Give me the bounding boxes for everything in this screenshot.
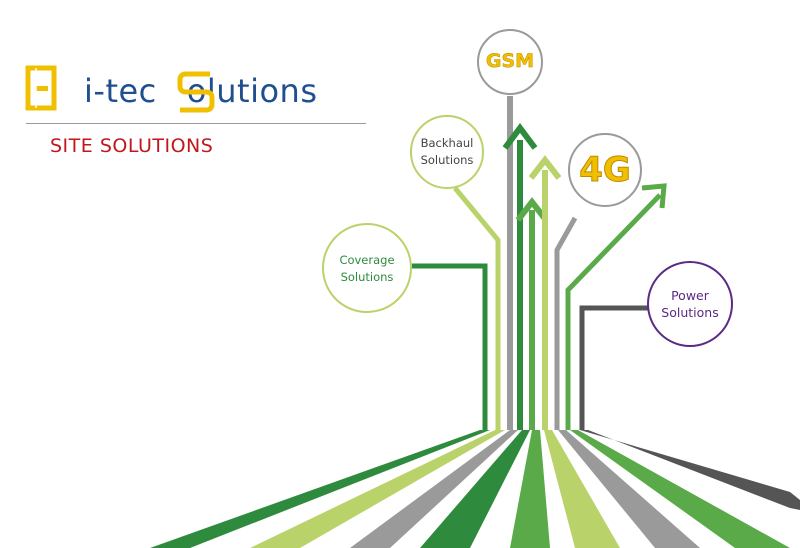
power-label: Power Solutions — [648, 287, 732, 321]
connector-coverage — [412, 263, 488, 430]
brand-divider — [26, 123, 366, 124]
power-label-line2: Solutions — [661, 305, 719, 320]
fan-line-power — [580, 430, 800, 510]
connector-4g-gray — [554, 216, 578, 430]
four-g-label: 4G — [579, 150, 632, 191]
tagline: SITE SOLUTIONS — [50, 135, 214, 157]
fan-line-green-arrow — [420, 430, 530, 548]
fan-line-4g-gray — [558, 430, 700, 548]
fan-line-backhaul — [250, 430, 505, 548]
arrow-up-icon — [528, 155, 562, 180]
logo-initial-h-icon — [25, 65, 57, 111]
power-circle — [647, 261, 733, 347]
four-g-circle — [568, 133, 642, 207]
coverage-label-line1: Coverage — [339, 253, 395, 267]
connector-4g — [565, 193, 662, 430]
fan-line-center — [510, 430, 550, 548]
connector-power — [579, 305, 648, 430]
coverage-label: Coverage Solutions — [323, 252, 411, 286]
fan-line-coverage — [150, 430, 490, 548]
power-label-line1: Power — [671, 288, 709, 303]
connector-backhaul — [453, 186, 501, 430]
backhaul-label-line2: Solutions — [420, 153, 474, 167]
coverage-label-line2: Solutions — [340, 270, 394, 284]
arrow-diagonal-icon — [641, 183, 667, 209]
backhaul-label: Backhaul Solutions — [411, 135, 483, 169]
gsm-label: GSM — [485, 50, 535, 73]
gsm-circle — [477, 29, 543, 95]
arrow-up-icon — [515, 197, 549, 222]
logo-initial-s-icon — [177, 71, 215, 113]
backhaul-circle — [410, 115, 484, 189]
fan-line-gsm — [350, 430, 518, 548]
coverage-circle — [322, 223, 412, 313]
fan-lines — [150, 430, 800, 548]
arrow-up-icon — [502, 123, 538, 150]
fan-line-light-arrow — [544, 430, 620, 548]
rising-lines — [412, 96, 667, 430]
brand-name-part1: i-tec — [84, 72, 157, 110]
fan-line-4g — [570, 430, 790, 548]
backhaul-label-line1: Backhaul — [420, 136, 474, 150]
